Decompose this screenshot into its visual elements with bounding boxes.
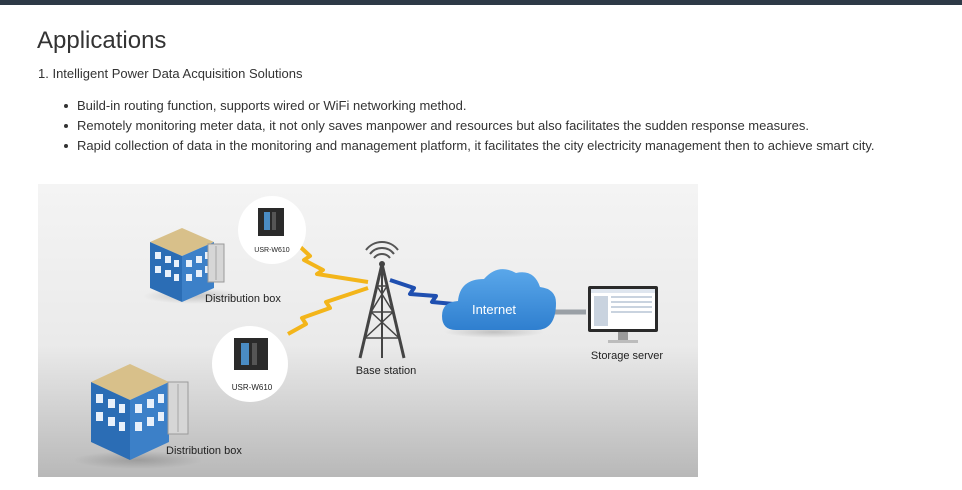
device-bubble-bottom: USR-W610 (212, 326, 288, 402)
storage-server-icon (588, 286, 658, 343)
distribution-box-label: Distribution box (166, 445, 242, 457)
device-model-label: USR-W610 (254, 247, 290, 254)
base-station-icon (358, 241, 406, 359)
building-icon (143, 228, 243, 304)
list-item: Build-in routing function, supports wire… (64, 96, 897, 116)
list-item: Rapid collection of data in the monitori… (64, 136, 897, 156)
page-title: Applications (37, 27, 167, 54)
storage-server-label: Storage server (591, 350, 663, 362)
wireless-link-cloud (389, 278, 455, 306)
internet-label: Internet (472, 302, 516, 317)
base-station-label: Base station (356, 365, 417, 377)
internet-cloud-icon: Internet (442, 269, 556, 338)
section-title: 1. Intelligent Power Data Acquisition So… (38, 66, 303, 81)
application-diagram: USR-W610 USR-W610 Internet (38, 184, 698, 477)
distribution-box-label: Distribution box (205, 293, 281, 305)
feature-list: Build-in routing function, supports wire… (64, 96, 897, 156)
top-bar (0, 0, 962, 5)
list-item: Remotely monitoring meter data, it not o… (64, 116, 897, 136)
wireless-link-top (293, 240, 369, 284)
device-model-label: USR-W610 (232, 383, 273, 392)
building-icon (73, 364, 203, 469)
wireless-link-bottom (287, 286, 369, 336)
device-bubble-top: USR-W610 (238, 196, 306, 264)
